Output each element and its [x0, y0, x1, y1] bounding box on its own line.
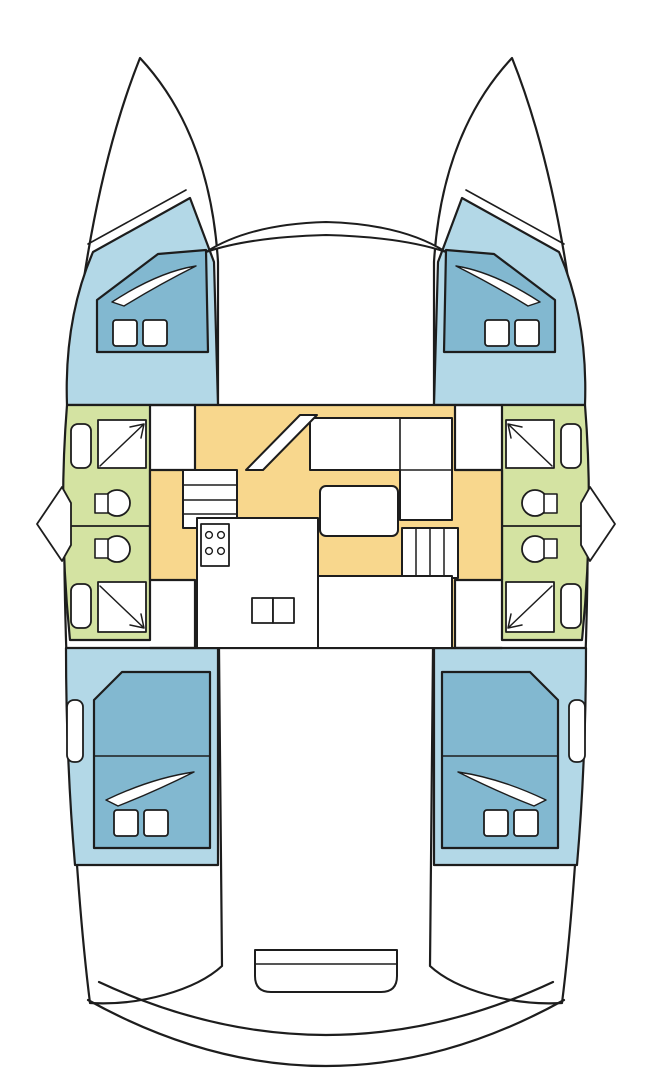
burner-icon	[204, 546, 214, 556]
boat-drawing	[36, 56, 617, 1067]
stair-treads	[182, 484, 238, 515]
locker-icon	[70, 583, 92, 629]
deck-hatch-icon	[112, 319, 138, 347]
burner-icon	[216, 530, 226, 540]
settee-cushion-divider	[399, 417, 453, 471]
port-hull	[36, 56, 224, 1005]
transom-curve-outer	[86, 998, 566, 1067]
forward-crossbeam	[205, 221, 447, 253]
cockpit-entry	[317, 575, 453, 649]
shower-door-arrow	[99, 585, 145, 629]
settee	[309, 417, 453, 521]
bridgedeck	[86, 221, 566, 1067]
deck-hatch-icon	[143, 809, 169, 837]
burner-icon	[216, 546, 226, 556]
cistern-icon	[94, 538, 109, 559]
pillow-icon	[111, 265, 197, 307]
shower-door-arrow	[99, 423, 145, 467]
hull-window-icon	[66, 699, 84, 763]
sink-icon	[251, 597, 274, 624]
burner-icon	[204, 530, 214, 540]
foredeck-edge-line	[87, 189, 187, 245]
chaise-bench	[245, 414, 318, 471]
deck-hatch-icon	[142, 319, 168, 347]
cockpit-bench	[254, 949, 398, 993]
sink-icon	[272, 597, 295, 624]
stair-treads	[415, 527, 445, 579]
locker-icon	[70, 423, 92, 469]
stove-icon	[200, 523, 230, 567]
cistern-icon	[94, 493, 109, 514]
deck-hatch-icon	[113, 809, 139, 837]
boarding-step-icon	[36, 486, 72, 562]
transom-curve-inner	[97, 980, 555, 1036]
pillow-icon	[105, 771, 195, 807]
salon-table	[319, 485, 399, 537]
